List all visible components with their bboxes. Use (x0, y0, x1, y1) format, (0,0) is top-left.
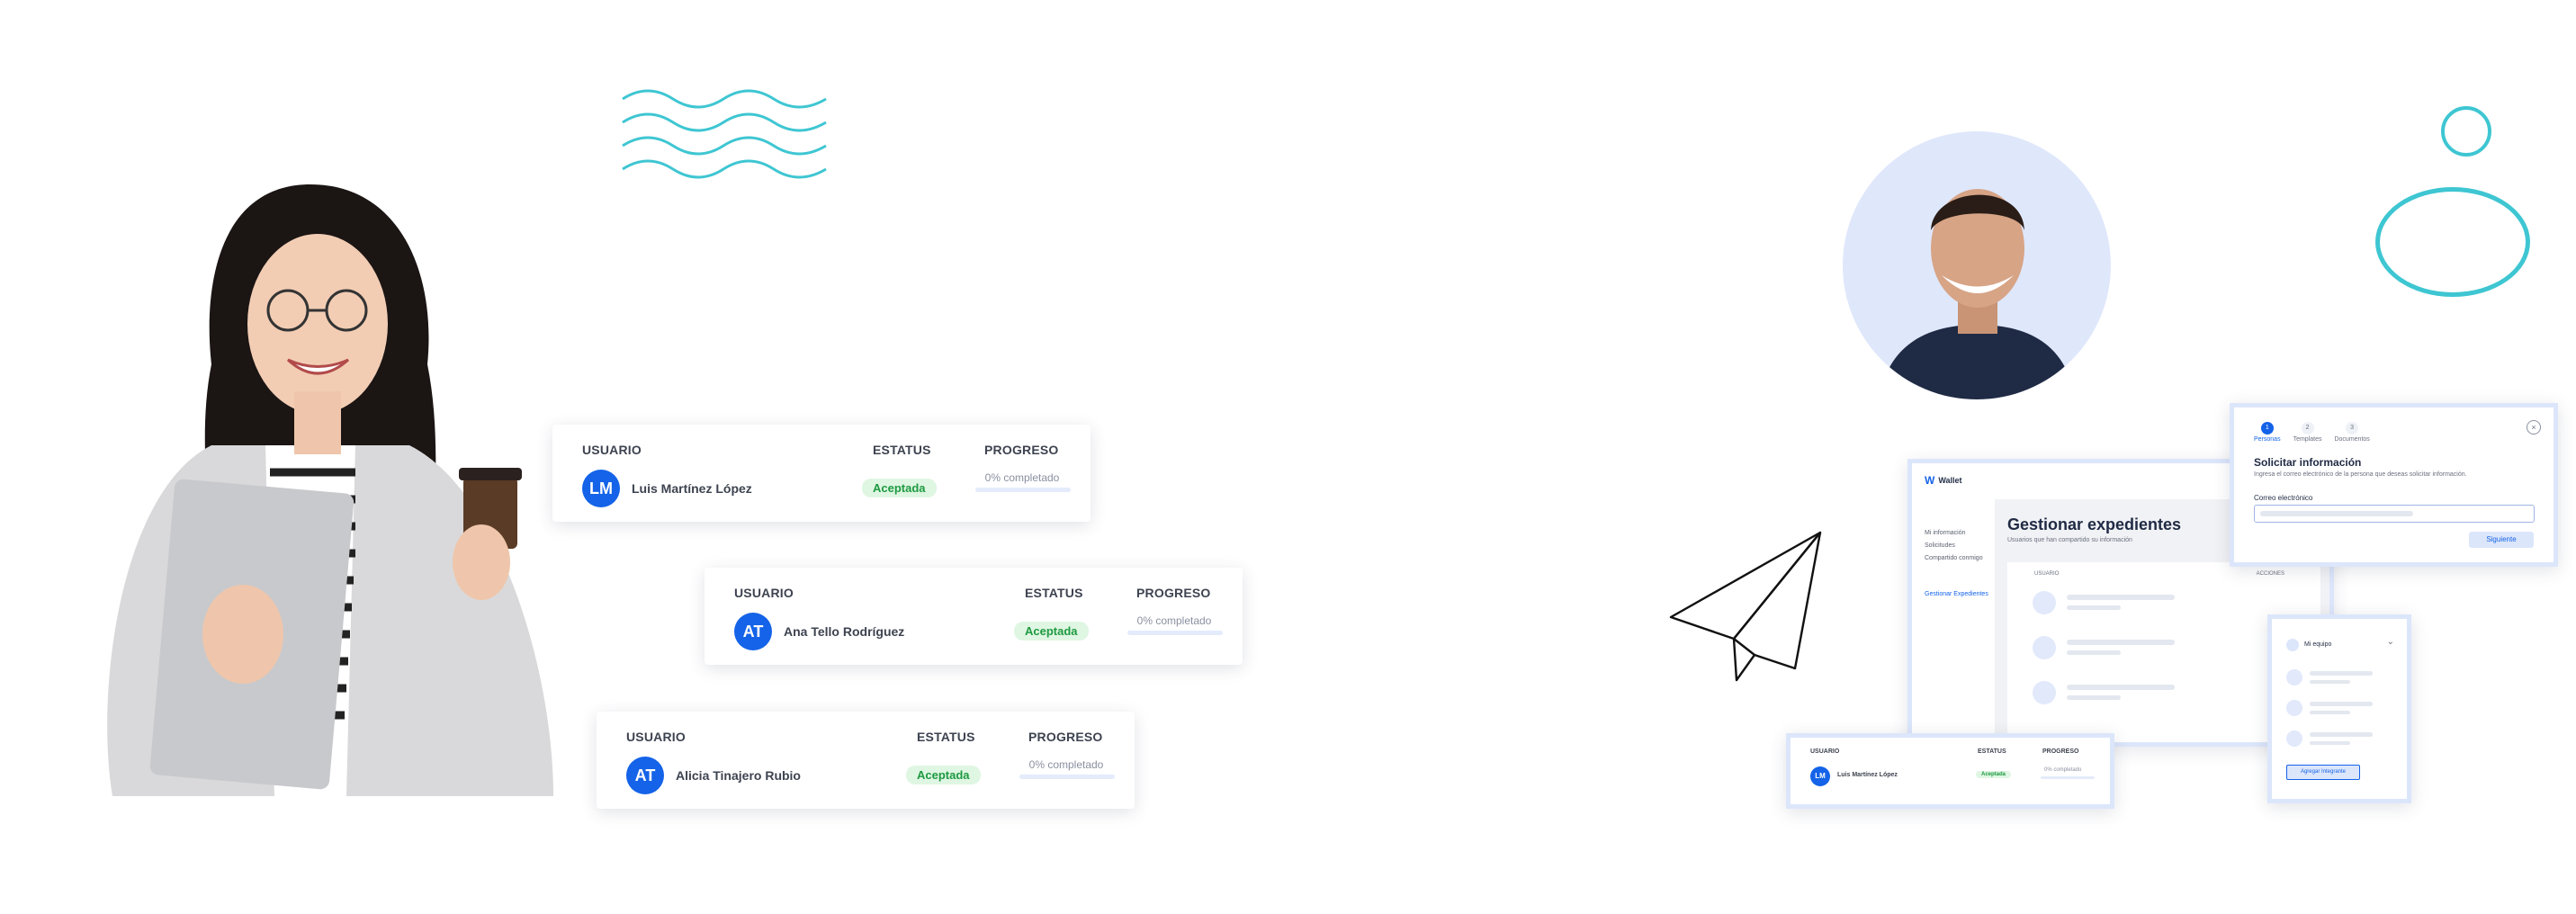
column-header-status: ESTATUS (1978, 748, 2006, 755)
column-header-progress: PROGRESO (1136, 586, 1211, 600)
user-name: Alicia Tinajero Rubio (676, 768, 801, 783)
request-info-modal: 1 Personas 2 Templates 3 Documentos × So… (2230, 403, 2558, 567)
user-name: Luis Martínez López (1837, 772, 1898, 778)
progress-text: 0% completado (984, 471, 1060, 484)
add-member-button[interactable]: Agregar Integrante (2286, 765, 2360, 780)
wallet-logo-icon: W (1925, 474, 1935, 487)
step-documentos[interactable]: 3 Documentos (2334, 422, 2370, 443)
circle-decoration (2441, 106, 2491, 157)
column-header-actions: ACCIONES (2256, 571, 2284, 577)
column-header-user: USUARIO (734, 586, 794, 600)
sidebar-item-compartido[interactable]: Compartido conmigo (1925, 555, 1983, 561)
progress-text: 0% completado (2044, 767, 2082, 773)
progress-bar (1127, 631, 1223, 635)
column-header-user: USUARIO (2034, 571, 2060, 577)
progress-text: 0% completado (1136, 614, 1212, 627)
woman-photo (107, 184, 553, 796)
avatar: AT (626, 757, 664, 794)
column-header-user: USUARIO (1810, 748, 1840, 755)
page-subtitle: Usuarios que han compartido su informaci… (2007, 537, 2132, 543)
status-card-small: USUARIO ESTATUS PROGRESO LM Luis Martíne… (1786, 733, 2114, 809)
sidebar-item-solicitudes[interactable]: Solicitudes (1925, 542, 1955, 549)
sidebar-item-mi-informacion[interactable]: Mi información (1925, 530, 1966, 536)
status-badge: Aceptada (906, 766, 981, 784)
column-header-user: USUARIO (626, 730, 686, 744)
column-header-status: ESTATUS (1025, 586, 1083, 600)
sidebar-item-gestionar[interactable]: Gestionar Expedientes (1925, 591, 1988, 597)
email-field[interactable] (2254, 505, 2535, 523)
waves-decoration (622, 89, 827, 179)
avatar: LM (582, 470, 620, 507)
stepper: 1 Personas 2 Templates 3 Documentos (2254, 422, 2370, 443)
avatar: LM (1810, 766, 1830, 786)
team-icon (2286, 639, 2299, 651)
status-badge: Aceptada (1976, 771, 2012, 778)
modal-description: Ingresa el correo electrónico de la pers… (2254, 471, 2467, 478)
status-card: USUARIO ESTATUS PROGRESO AT Alicia Tinaj… (597, 712, 1135, 809)
circle-decoration (2375, 187, 2530, 297)
status-card: USUARIO ESTATUS PROGRESO LM Luis Martíne… (552, 425, 1091, 522)
paper-plane-icon (1669, 531, 1822, 682)
status-card: USUARIO ESTATUS PROGRESO AT Ana Tello Ro… (705, 568, 1243, 665)
status-badge: Aceptada (862, 479, 937, 497)
user-name: Luis Martínez López (632, 481, 752, 496)
column-header-progress: PROGRESO (2042, 748, 2079, 755)
progress-bar (1019, 775, 1115, 779)
sidebar: Mi información Solicitudes Compartido co… (1912, 499, 1991, 742)
team-title: Mi equipo (2304, 641, 2332, 648)
close-icon[interactable]: × (2527, 420, 2541, 435)
step-personas[interactable]: 1 Personas (2254, 422, 2281, 443)
column-header-progress: PROGRESO (1028, 730, 1103, 744)
column-header-status: ESTATUS (917, 730, 975, 744)
man-photo (1843, 131, 2111, 399)
column-header-status: ESTATUS (873, 443, 931, 457)
user-name: Ana Tello Rodríguez (784, 624, 905, 639)
column-header-user: USUARIO (582, 443, 642, 457)
chevron-down-icon[interactable]: ⌄ (2386, 637, 2394, 647)
progress-bar (2041, 776, 2095, 779)
page-title: Gestionar expedientes (2007, 515, 2182, 533)
team-card: Mi equipo ⌄ Agregar Integrante (2267, 614, 2411, 803)
wallet-logo: Wallet (1938, 476, 1962, 485)
status-badge: Aceptada (1014, 622, 1089, 641)
next-button[interactable]: Siguiente (2469, 532, 2534, 548)
progress-text: 0% completado (1028, 758, 1104, 771)
email-label: Correo electrónico (2254, 494, 2313, 502)
column-header-progress: PROGRESO (984, 443, 1059, 457)
progress-bar (975, 488, 1071, 492)
avatar: AT (734, 613, 772, 650)
modal-title: Solicitar información (2254, 456, 2362, 469)
step-templates[interactable]: 2 Templates (2293, 422, 2321, 443)
